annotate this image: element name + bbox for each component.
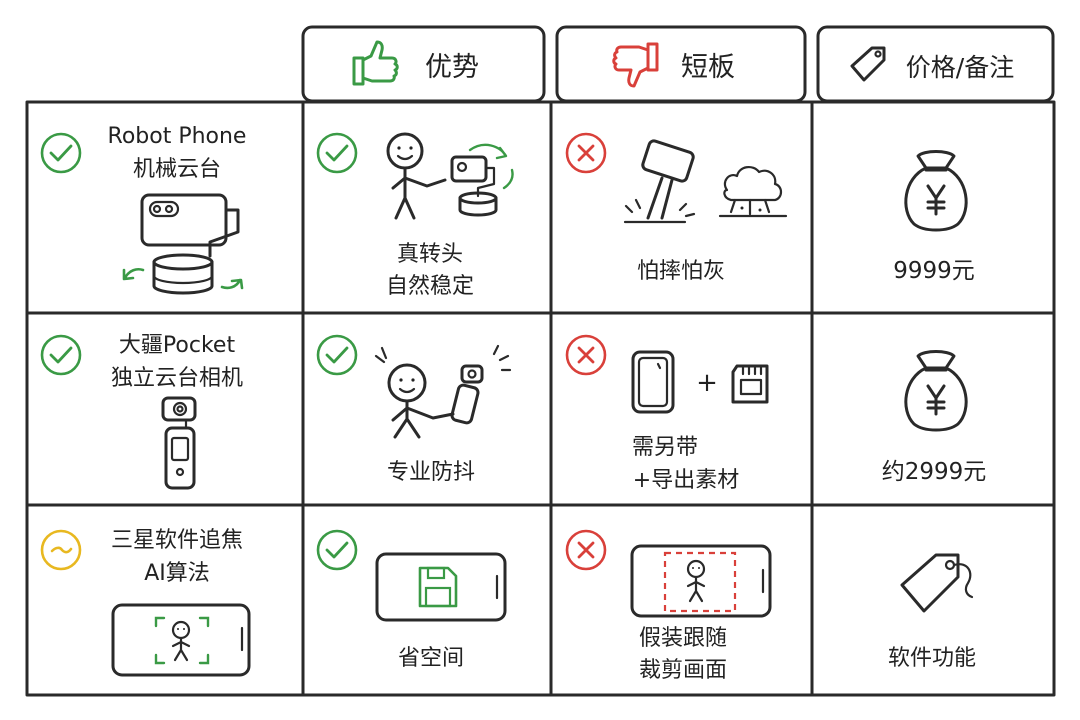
check-circle-icon [316, 132, 358, 174]
table-row: 大疆Pocket 独立云台相机 专业防抖 [40, 333, 987, 493]
row-2-con-line1: 需另带 [632, 435, 698, 460]
sd-card-icon [731, 364, 769, 404]
row-1-name-line1: Robot Phone [108, 124, 247, 149]
check-circle-icon [40, 132, 82, 174]
row-2-price: 约2999元 [882, 459, 987, 485]
row-3-con-line2: 裁剪画面 [639, 658, 727, 683]
cross-circle-icon [565, 132, 607, 174]
cross-circle-icon [565, 334, 607, 376]
row-3-name-line1: 三星软件追焦 [111, 528, 243, 553]
header-cons-label: 短板 [681, 52, 735, 83]
thumbs-down-icon [612, 42, 659, 88]
row-2-con-line2: +导出素材 [633, 468, 739, 493]
check-circle-icon [40, 334, 82, 376]
row-2-name-line1: 大疆Pocket [119, 333, 236, 358]
row-1-pro-line2: 自然稳定 [386, 274, 474, 299]
row-1-con-line1: 怕摔怕灰 [637, 259, 725, 284]
header-price: 价格/备注 [816, 25, 1055, 103]
table-grid [25, 100, 1056, 697]
stick-figure-with-gimbal [386, 132, 514, 220]
row-2-name-line2: 独立云台相机 [111, 366, 243, 391]
check-circle-icon [316, 529, 358, 571]
row-1-name-line2: 机械云台 [133, 157, 221, 182]
phone-crop-illustration [630, 544, 772, 618]
thumbs-up-icon [352, 40, 399, 86]
save-icon [418, 566, 458, 608]
row-3-con-line1: 假装跟随 [639, 626, 727, 651]
phone-icon [631, 350, 675, 414]
row-3-name-line2: AI算法 [144, 561, 210, 586]
row-1-pro-line1: 真转头 [397, 242, 463, 267]
money-bag-icon [904, 150, 968, 232]
row-3-pro-line1: 省空间 [398, 646, 464, 671]
phone-tracking-illustration [111, 603, 251, 677]
money-bag-icon [904, 350, 968, 432]
row-3-price: 软件功能 [888, 646, 976, 671]
table-row: 三星软件追焦 AI算法 省空间 [40, 528, 976, 683]
table-row: Robot Phone 机械云台 [40, 124, 975, 299]
plus-sign: + [696, 368, 718, 398]
row-1-price: 9999元 [893, 258, 975, 284]
fallen-gimbal-illustration [623, 139, 788, 224]
cross-circle-icon [565, 529, 607, 571]
gimbal-phone-illustration [122, 193, 244, 295]
header-pros-label: 优势 [425, 52, 479, 83]
row-2-pro-line1: 专业防抖 [387, 460, 475, 485]
neutral-circle-icon [40, 529, 82, 571]
header-price-label: 价格/备注 [906, 53, 1014, 82]
stick-figure-with-pocket [374, 344, 512, 439]
price-tag-icon [900, 553, 974, 613]
header-cons: 短板 [555, 25, 807, 103]
price-tag-icon [850, 46, 886, 82]
check-circle-icon [316, 334, 358, 376]
pocket-camera-illustration [161, 396, 197, 490]
header-pros: 优势 [301, 25, 546, 103]
phone-with-save-illustration [375, 552, 507, 622]
